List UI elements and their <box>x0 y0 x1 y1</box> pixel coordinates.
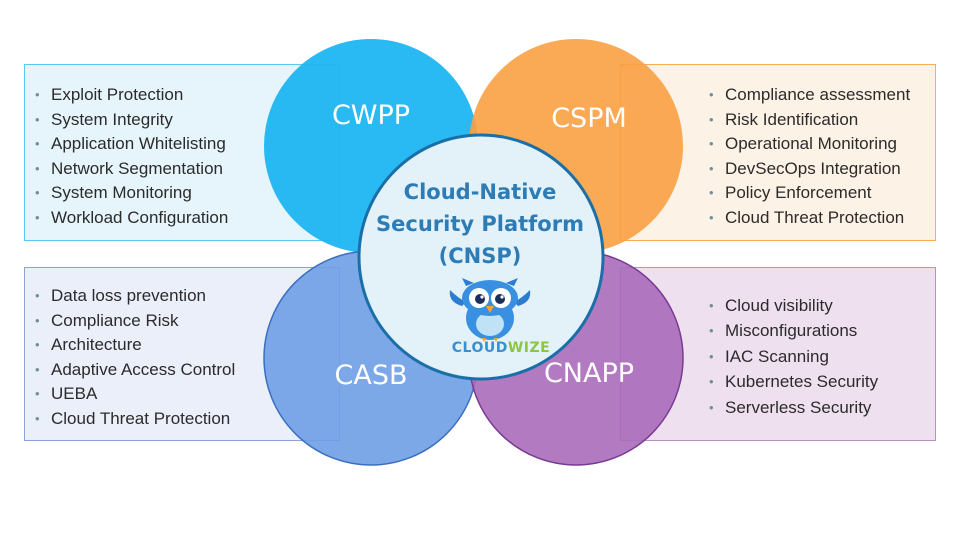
list-item: Compliance assessment <box>709 83 935 108</box>
list-item: Misconfigurations <box>709 318 935 344</box>
list-item: IAC Scanning <box>709 344 935 370</box>
list-item: Cloud Threat Protection <box>35 407 339 432</box>
owl-logo-icon <box>449 278 531 342</box>
cnsp-center-circle <box>357 133 605 381</box>
list-item: Operational Monitoring <box>709 132 935 157</box>
list-item: Cloud visibility <box>709 293 935 319</box>
list-item: Exploit Protection <box>35 83 339 108</box>
list-item: System Integrity <box>35 108 339 133</box>
list-item: Kubernetes Security <box>709 369 935 395</box>
cloudwize-logo-text: CLOUDWIZE <box>436 340 566 356</box>
list-item: Network Segmentation <box>35 157 339 182</box>
list-item: DevSecOps Integration <box>709 157 935 182</box>
list-item: Data loss prevention <box>35 284 339 309</box>
list-item: Serverless Security <box>709 395 935 421</box>
list-item: Policy Enforcement <box>709 181 935 206</box>
list-item: Adaptive Access Control <box>35 358 339 383</box>
cnsp-title: Cloud-Native Security Platform (CNSP) <box>376 180 584 268</box>
logo-text-wize: WIZE <box>507 340 551 356</box>
list-item: Cloud Threat Protection <box>709 206 935 231</box>
list-item: UEBA <box>35 382 339 407</box>
cwpp-label: CWPP <box>331 100 411 131</box>
list-item: Workload Configuration <box>35 206 339 231</box>
list-item: System Monitoring <box>35 181 339 206</box>
cspm-feature-box: Compliance assessment Risk Identificatio… <box>620 64 936 241</box>
cnapp-label: CNAPP <box>543 358 635 389</box>
list-item: Architecture <box>35 333 339 358</box>
casb-label: CASB <box>334 360 408 391</box>
list-item: Application Whitelisting <box>35 132 339 157</box>
cspm-label: CSPM <box>551 103 627 134</box>
logo-text-cloud: CLOUD <box>451 340 508 356</box>
list-item: Compliance Risk <box>35 309 339 334</box>
list-item: Risk Identification <box>709 108 935 133</box>
